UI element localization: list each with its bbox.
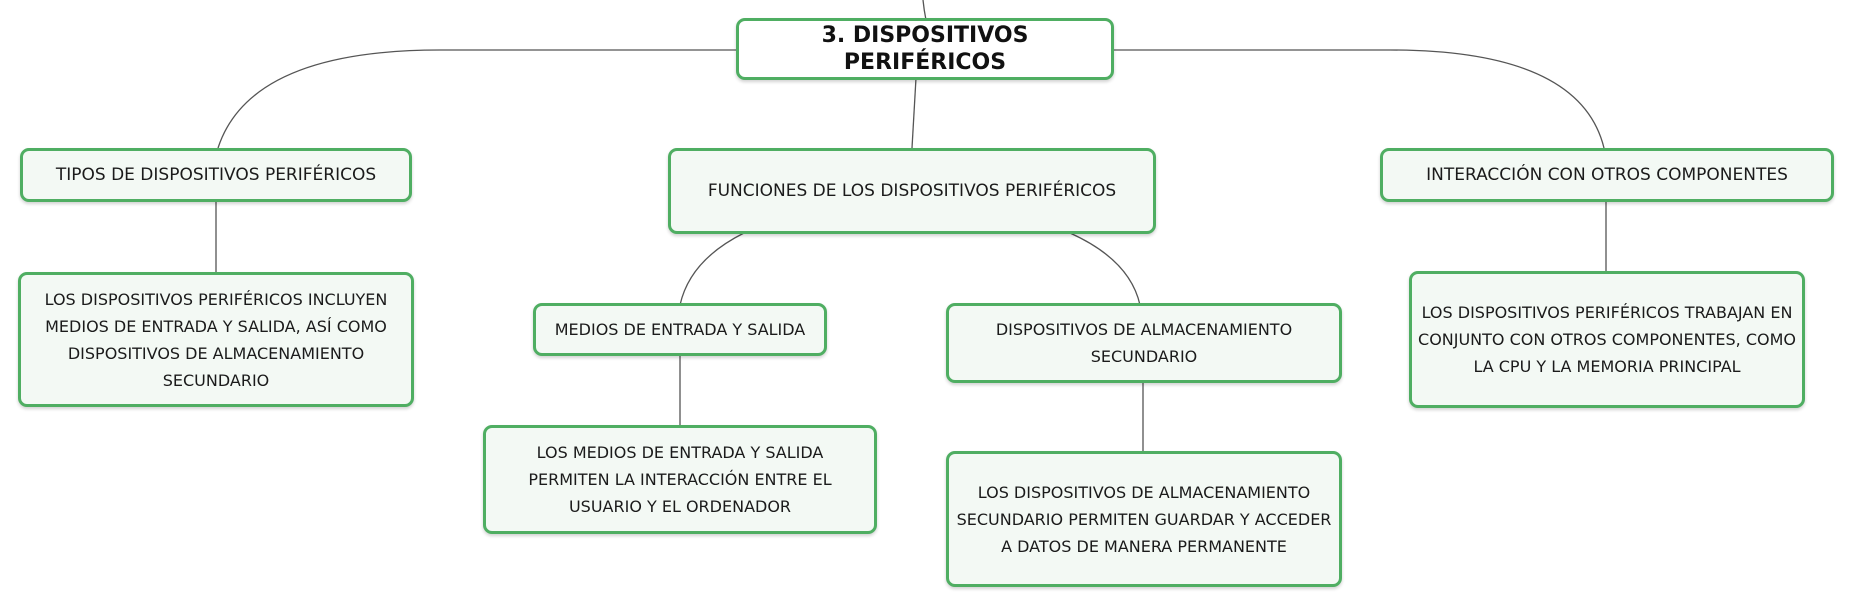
node-almacenamiento-desc-label: LOS DISPOSITIVOS DE ALMACENAMIENTO SECUN…: [956, 482, 1332, 556]
node-interaccion[interactable]: INTERACCIÓN CON OTROS COMPONENTES: [1380, 148, 1834, 202]
node-tipos-desc[interactable]: LOS DISPOSITIVOS PERIFÉRICOS INCLUYEN ME…: [18, 272, 414, 407]
node-funciones[interactable]: FUNCIONES DE LOS DISPOSITIVOS PERIFÉRICO…: [668, 148, 1156, 234]
connector-funciones-to-almacenamiento: [1069, 232, 1141, 306]
root-node[interactable]: 3. DISPOSITIVOS PERIFÉRICOS: [736, 18, 1114, 80]
root-node-label: 3. DISPOSITIVOS PERIFÉRICOS: [821, 23, 1029, 75]
node-medios-label: MEDIOS DE ENTRADA Y SALIDA: [554, 320, 806, 339]
node-almacenamiento-label: DISPOSITIVOS DE ALMACENAMIENTO SECUNDARI…: [995, 320, 1293, 366]
connector-parent-to-root: [922, 0, 927, 21]
node-interaccion-desc-label: LOS DISPOSITIVOS PERIFÉRICOS TRABAJAN EN…: [1418, 303, 1796, 376]
node-interaccion-label: INTERACCIÓN CON OTROS COMPONENTES: [1426, 164, 1788, 185]
node-medios-desc-label: LOS MEDIOS DE ENTRADA Y SALIDA PERMITEN …: [528, 443, 832, 516]
connector-root-to-interaccion: [1112, 49, 1605, 149]
node-almacenamiento[interactable]: DISPOSITIVOS DE ALMACENAMIENTO SECUNDARI…: [946, 303, 1342, 383]
node-tipos[interactable]: TIPOS DE DISPOSITIVOS PERIFÉRICOS: [20, 148, 412, 202]
node-tipos-desc-label: LOS DISPOSITIVOS PERIFÉRICOS INCLUYEN ME…: [44, 289, 388, 390]
connector-funciones-to-medios: [679, 232, 745, 306]
node-almacenamiento-desc[interactable]: LOS DISPOSITIVOS DE ALMACENAMIENTO SECUN…: [946, 451, 1342, 587]
connector-root-to-tipos: [217, 49, 738, 149]
node-medios-desc[interactable]: LOS MEDIOS DE ENTRADA Y SALIDA PERMITEN …: [483, 425, 877, 534]
node-interaccion-desc[interactable]: LOS DISPOSITIVOS PERIFÉRICOS TRABAJAN EN…: [1409, 271, 1805, 408]
node-tipos-label: TIPOS DE DISPOSITIVOS PERIFÉRICOS: [55, 164, 377, 185]
node-funciones-label: FUNCIONES DE LOS DISPOSITIVOS PERIFÉRICO…: [707, 180, 1117, 201]
node-medios[interactable]: MEDIOS DE ENTRADA Y SALIDA: [533, 303, 827, 356]
connector-root-to-funciones: [911, 77, 917, 149]
